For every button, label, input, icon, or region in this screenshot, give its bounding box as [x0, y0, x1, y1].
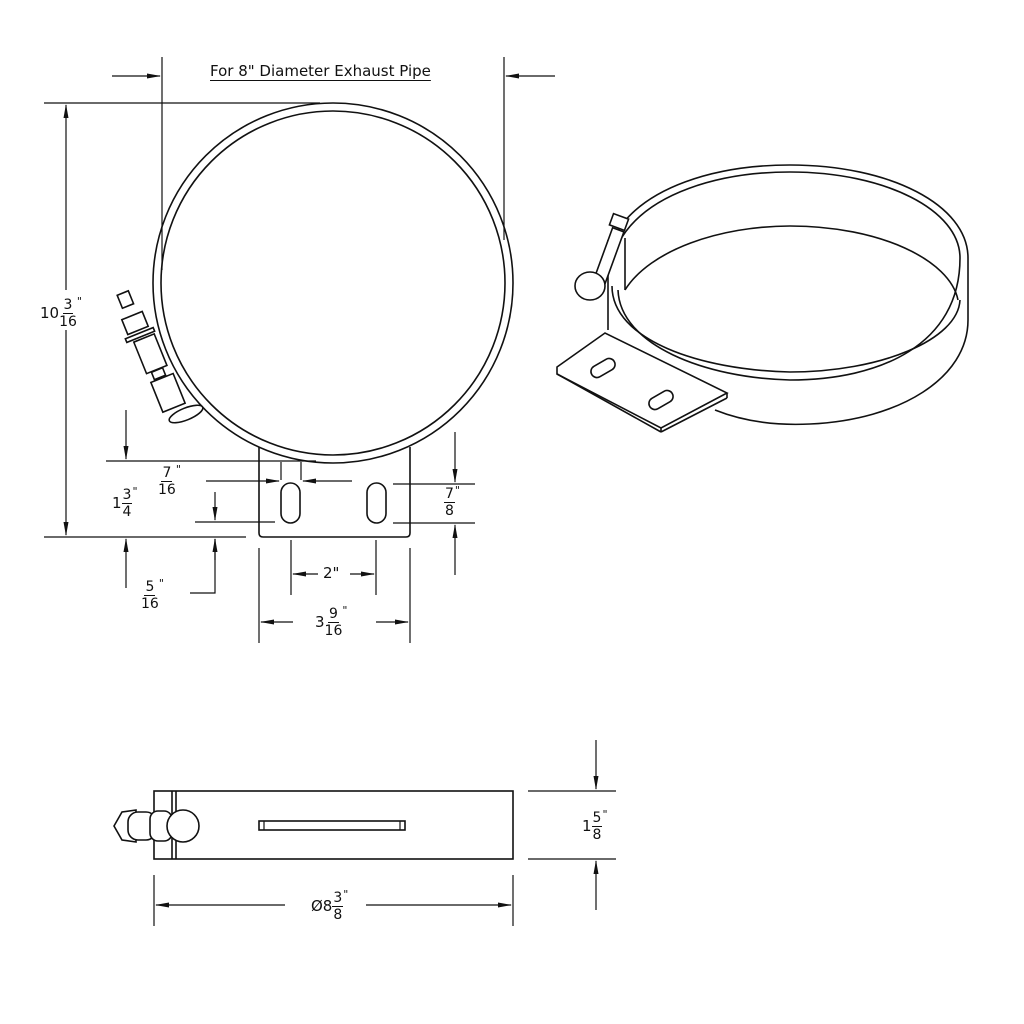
slot-spacing-label: 2": [323, 564, 340, 582]
top-bolt: [113, 809, 200, 843]
drawing-title: For 8" Diameter Exhaust Pipe: [210, 62, 431, 80]
iso-bolt: [574, 212, 630, 301]
bolt-assembly: [116, 289, 204, 424]
front-view: [44, 57, 555, 643]
isometric-view: [556, 164, 969, 433]
top-view: [113, 740, 616, 926]
